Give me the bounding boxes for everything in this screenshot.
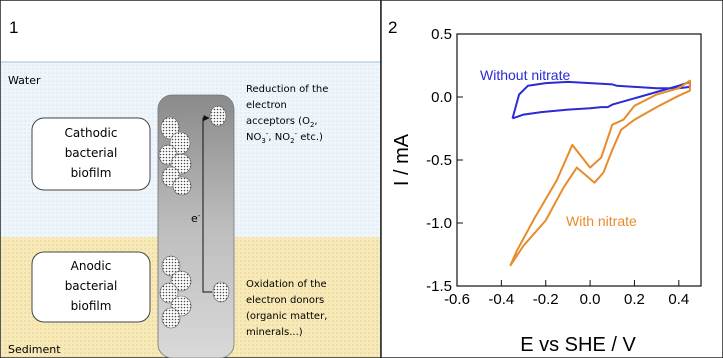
reduction-line-1: Reduction of the: [246, 84, 328, 95]
oxidation-line-3: (organic matter,: [246, 311, 327, 322]
reduction-line-4: NO3-, NO2- etc.): [246, 130, 323, 145]
reduction-line-4-c: etc.): [297, 132, 323, 143]
anodic-box-line-2: bacterial: [65, 279, 118, 293]
panel-2-number: 2: [388, 18, 397, 37]
x-axis-ticks: -0.6 -0.4 -0.2 0.0 0.2 0.4: [444, 280, 689, 308]
anodic-colonies: [159, 255, 230, 329]
reduction-line-4-sub2: 2: [290, 137, 294, 145]
y-tick-label: -1.5: [426, 278, 452, 295]
reduction-line-3-prefix: acceptors (O: [246, 116, 310, 127]
series-label-with-nitrate: With nitrate: [566, 213, 637, 229]
cathodic-biofilm-box: Cathodic bacterial biofilm: [31, 117, 151, 191]
y-tick-label: -0.5: [426, 152, 452, 169]
reduction-line-4-a: NO: [246, 132, 261, 143]
reduction-annotation: Reduction of the electron acceptors (O2,…: [246, 84, 328, 145]
panel-1: 1 Water Sediment Cathodic bacterial biof…: [0, 0, 382, 358]
electron-label-sup: -: [198, 212, 201, 220]
x-tick-label: -0.4: [488, 291, 514, 308]
oxidation-annotation: Oxidation of the electron donors (organi…: [246, 279, 327, 338]
x-tick-label: -0.2: [533, 291, 559, 308]
y-axis-label: I / mA: [391, 133, 413, 186]
water-label: Water: [8, 74, 41, 87]
y-tick-label: 0.0: [431, 89, 452, 106]
reduction-line-4-sub1: 3: [261, 137, 265, 145]
series-line-with-nitrate: [509, 79, 691, 267]
y-tick-label: 0.5: [431, 26, 452, 43]
oxidation-line-1: Oxidation of the: [246, 279, 327, 290]
cathodic-box-line-1: Cathodic: [65, 126, 118, 140]
x-tick-label: 0.4: [668, 291, 689, 308]
cyclic-voltammogram-chart: 0.5 0.0 -0.5 -1.0 -1.5 -0.6 -0.4 -0.2 0.0 0.2 0.4…: [391, 26, 702, 356]
reduction-line-3: acceptors (O2,: [246, 116, 318, 129]
reduction-line-4-sup1: -: [266, 130, 269, 138]
anodic-box-line-1: Anodic: [71, 259, 112, 273]
oxidation-line-4: minerals...): [246, 327, 303, 338]
anodic-box-line-3: biofilm: [71, 299, 112, 313]
reduction-line-3-sub: 2: [310, 121, 314, 129]
electron-label: e-: [191, 212, 201, 225]
electron-flow-arrow: e-: [191, 115, 212, 293]
panel-2-border: [380, 0, 723, 358]
reduction-line-3-suffix: ,: [314, 116, 317, 127]
x-axis-label: E vs SHE / V: [520, 334, 636, 356]
reduction-line-4-b: , NO: [268, 132, 290, 143]
series-lines: [509, 79, 691, 267]
cathodic-box-line-3: biofilm: [71, 166, 112, 180]
sediment-label: Sediment: [8, 343, 61, 356]
oxidation-line-2: electron donors: [246, 295, 324, 306]
reduction-line-4-sup2: -: [295, 130, 298, 138]
anodic-biofilm-box: Anodic bacterial biofilm: [31, 251, 151, 323]
reduction-line-2: electron: [246, 100, 287, 111]
x-tick-label: -0.6: [444, 291, 470, 308]
x-tick-label: 0.0: [580, 291, 601, 308]
y-axis-ticks: 0.5 0.0 -0.5 -1.0 -1.5: [426, 26, 463, 295]
series-label-without-nitrate: Without nitrate: [480, 67, 570, 83]
x-tick-label: 0.2: [624, 291, 645, 308]
electron-label-text: e: [191, 212, 198, 225]
panel-1-number: 1: [9, 18, 18, 37]
cathodic-box-line-2: bacterial: [65, 146, 118, 160]
cathodic-colonies: [158, 105, 227, 196]
y-tick-label: -1.0: [426, 215, 452, 232]
